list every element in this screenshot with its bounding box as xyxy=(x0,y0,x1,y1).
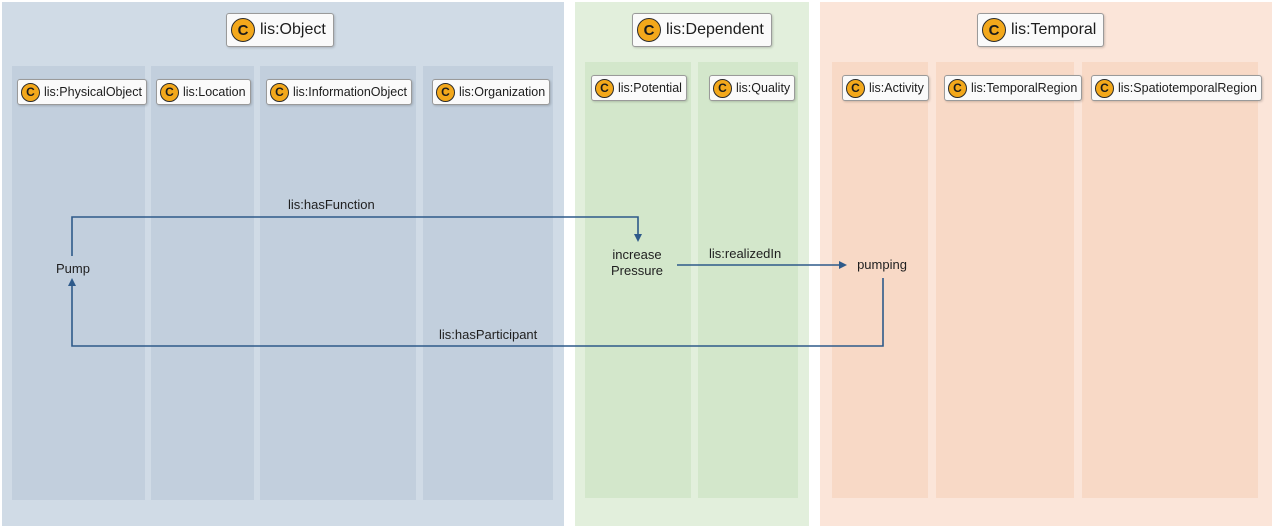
physical-object-class-badge[interactable]: C lis:PhysicalObject xyxy=(17,79,147,105)
object-class-badge[interactable]: C lis:Object xyxy=(226,13,334,47)
class-c-icon: C xyxy=(1095,78,1114,98)
location-class-badge[interactable]: C lis:Location xyxy=(156,79,251,105)
activity-class-badge[interactable]: C lis:Activity xyxy=(842,75,929,101)
quality-label: lis:Quality xyxy=(736,81,791,95)
increase-pressure-node[interactable]: increase Pressure xyxy=(601,247,673,279)
pump-node[interactable]: Pump xyxy=(48,261,98,277)
class-c-icon: C xyxy=(231,18,255,42)
class-c-icon: C xyxy=(160,82,179,102)
spatiotemporal-region-column xyxy=(1082,62,1258,498)
potential-class-badge[interactable]: C lis:Potential xyxy=(591,75,687,101)
pumping-node[interactable]: pumping xyxy=(850,257,914,273)
potential-label: lis:Potential xyxy=(618,81,682,95)
has-function-label: lis:hasFunction xyxy=(288,197,375,212)
class-c-icon: C xyxy=(270,82,289,102)
potential-column xyxy=(585,62,691,498)
increase-pressure-label-line1: increase xyxy=(612,247,662,262)
pump-label: Pump xyxy=(56,261,90,276)
quality-class-badge[interactable]: C lis:Quality xyxy=(709,75,796,101)
object-class-label: lis:Object xyxy=(260,21,326,38)
information-object-class-badge[interactable]: C lis:InformationObject xyxy=(266,79,412,105)
has-function-edge[interactable] xyxy=(71,216,642,256)
class-c-icon: C xyxy=(846,78,865,98)
class-c-icon: C xyxy=(436,82,455,102)
class-c-icon: C xyxy=(595,78,614,98)
location-label: lis:Location xyxy=(183,85,246,99)
pumping-label: pumping xyxy=(857,257,907,272)
increase-pressure-label-line2: Pressure xyxy=(610,263,664,278)
quality-column xyxy=(698,62,798,498)
spatiotemporal-region-class-badge[interactable]: C lis:SpatiotemporalRegion xyxy=(1091,75,1262,101)
location-column xyxy=(151,66,254,500)
class-c-icon: C xyxy=(21,82,40,102)
activity-column xyxy=(832,62,928,498)
temporal-class-badge[interactable]: C lis:Temporal xyxy=(977,13,1105,47)
temporal-region-class-badge[interactable]: C lis:TemporalRegion xyxy=(944,75,1083,101)
organization-column xyxy=(423,66,553,500)
has-participant-label: lis:hasParticipant xyxy=(439,327,538,342)
information-object-label: lis:InformationObject xyxy=(293,85,407,99)
dependent-class-label: lis:Dependent xyxy=(666,21,764,38)
class-c-icon: C xyxy=(982,18,1006,42)
activity-label: lis:Activity xyxy=(869,81,924,95)
has-participant-edge[interactable] xyxy=(68,278,884,347)
class-c-icon: C xyxy=(637,18,661,42)
temporal-region-label: lis:TemporalRegion xyxy=(971,81,1078,95)
temporal-region-column xyxy=(936,62,1074,498)
class-c-icon: C xyxy=(948,78,967,98)
class-c-icon: C xyxy=(713,78,732,98)
spatiotemporal-region-label: lis:SpatiotemporalRegion xyxy=(1118,81,1257,95)
physical-object-label: lis:PhysicalObject xyxy=(44,85,142,99)
organization-class-badge[interactable]: C lis:Organization xyxy=(432,79,551,105)
realized-in-label: lis:realizedIn xyxy=(709,246,782,261)
organization-label: lis:Organization xyxy=(459,85,546,99)
physical-object-column xyxy=(12,66,145,500)
information-object-column xyxy=(260,66,416,500)
temporal-class-label: lis:Temporal xyxy=(1011,21,1097,38)
dependent-class-badge[interactable]: C lis:Dependent xyxy=(632,13,772,47)
